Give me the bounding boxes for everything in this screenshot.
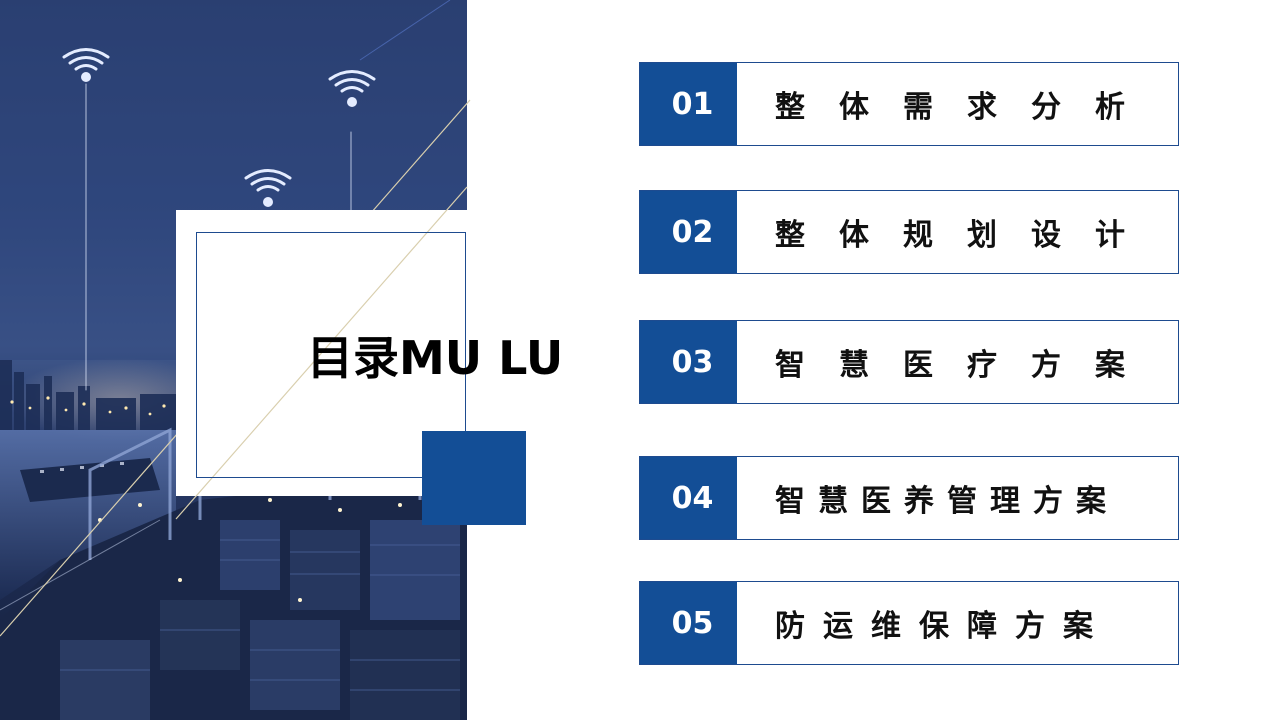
menu-item-number: 02 xyxy=(640,191,737,273)
menu-item-5[interactable]: 05 防运维保障方案 xyxy=(639,581,1179,665)
page-title: 目录MU LU xyxy=(307,331,564,385)
title-card-frame xyxy=(196,232,466,478)
menu-item-2[interactable]: 02 整体规划设计 xyxy=(639,190,1179,274)
accent-square xyxy=(422,431,526,525)
menu-item-4[interactable]: 04 智慧医养管理方案 xyxy=(639,456,1179,540)
menu-item-number: 03 xyxy=(640,321,737,403)
menu-item-3[interactable]: 03 智慧医疗方案 xyxy=(639,320,1179,404)
menu-item-number: 01 xyxy=(640,63,737,145)
menu-item-label: 整体需求分析 xyxy=(775,90,1159,125)
menu-item-label: 整体规划设计 xyxy=(775,218,1159,253)
menu-item-label: 智慧医疗方案 xyxy=(775,348,1159,383)
menu-item-label: 智慧医养管理方案 xyxy=(775,484,1119,519)
menu-item-number: 04 xyxy=(640,457,737,539)
menu-item-label: 防运维保障方案 xyxy=(775,609,1111,644)
menu-item-number: 05 xyxy=(640,582,737,664)
menu-item-1[interactable]: 01 整体需求分析 xyxy=(639,62,1179,146)
